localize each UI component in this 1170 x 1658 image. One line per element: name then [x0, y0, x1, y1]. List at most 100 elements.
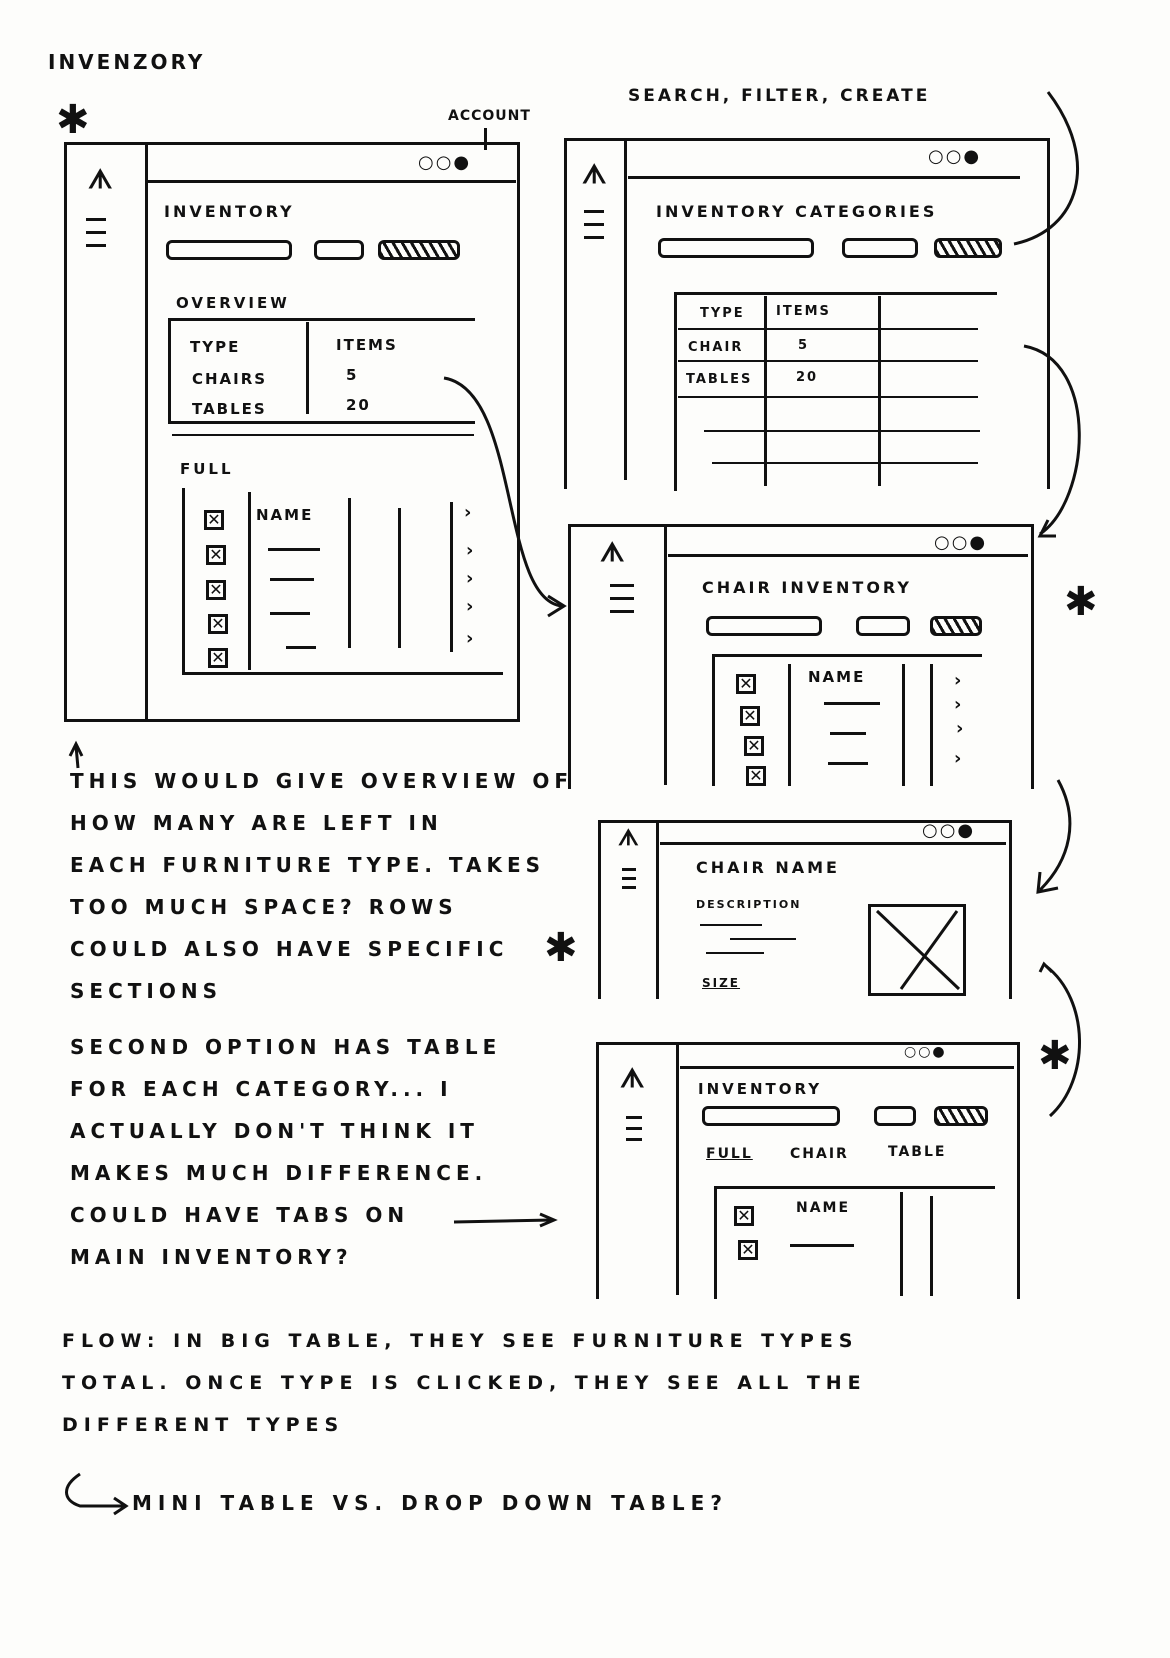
table-divider	[712, 656, 715, 786]
overview-table	[168, 318, 475, 424]
row-checkbox[interactable]: ✕	[740, 706, 760, 726]
flow-note: FLOW: IN BIG TABLE, THEY SEE FURNITURE T…	[62, 1330, 867, 1436]
sidebar-divider	[656, 823, 659, 999]
row-name-placeholder	[268, 548, 320, 551]
row-checkbox[interactable]: ✕	[746, 766, 766, 786]
search-input[interactable]	[658, 238, 814, 258]
category-row-count: 20	[796, 370, 819, 385]
account-annotation: ACCOUNT	[448, 108, 531, 124]
window-controls[interactable]: ○○●	[904, 1044, 947, 1060]
filter-button[interactable]	[856, 616, 910, 636]
category-row-count: 5	[798, 338, 810, 353]
hamburger-menu-icon[interactable]	[622, 862, 636, 895]
sidebar-divider	[145, 145, 148, 719]
page-title: INVENZORY	[48, 50, 206, 74]
tab-table[interactable]: TABLE	[888, 1144, 947, 1160]
overview-header-type: TYPE	[190, 338, 241, 356]
header-type: TYPE	[700, 306, 745, 321]
header-items: ITEMS	[776, 304, 831, 319]
star-icon: ✱	[1064, 579, 1098, 625]
create-button[interactable]	[930, 616, 982, 636]
hamburger-menu-icon[interactable]	[626, 1108, 642, 1149]
table-divider	[788, 664, 791, 786]
filter-button[interactable]	[314, 240, 364, 260]
filter-button[interactable]	[874, 1106, 916, 1126]
size-label: SIZE	[702, 976, 741, 990]
hamburger-menu-icon[interactable]	[610, 574, 634, 623]
window-controls[interactable]: ○○●	[934, 532, 988, 553]
categories-title: INVENTORY CATEGORIES	[656, 202, 938, 221]
row-checkbox[interactable]: ✕	[744, 736, 764, 756]
logo-icon: ᗑ	[582, 160, 607, 190]
overview-label: OVERVIEW	[176, 294, 290, 312]
row-name-placeholder	[830, 732, 866, 735]
row-checkbox[interactable]: ✕	[208, 648, 228, 668]
row-checkbox[interactable]: ✕	[204, 510, 224, 530]
table-divider	[248, 492, 251, 670]
chevron-right-icon[interactable]: ›	[466, 568, 474, 589]
overview-row-type[interactable]: CHAIRS	[192, 370, 268, 388]
row-checkbox[interactable]: ✕	[206, 545, 226, 565]
overview-row-count: 20	[346, 396, 371, 414]
window-frame	[568, 524, 1034, 789]
table-divider	[930, 1196, 933, 1296]
hamburger-menu-icon[interactable]	[86, 208, 106, 257]
table-divider	[348, 498, 351, 648]
table-divider	[306, 322, 309, 414]
filter-button[interactable]	[842, 238, 918, 258]
category-row-type[interactable]: TABLES	[686, 372, 753, 387]
sidebar-divider	[664, 527, 667, 785]
overview-header-items: ITEMS	[336, 336, 398, 354]
window-frame	[596, 1042, 1020, 1299]
window-frame	[598, 820, 1012, 999]
tab-full[interactable]: FULL	[706, 1146, 753, 1162]
create-button[interactable]	[934, 238, 1002, 258]
divider	[712, 654, 982, 657]
row-checkbox[interactable]: ✕	[738, 1240, 758, 1260]
logo-icon: ᗑ	[88, 165, 113, 195]
create-button[interactable]	[934, 1106, 988, 1126]
chevron-right-icon[interactable]: ›	[956, 718, 964, 739]
row-checkbox[interactable]: ✕	[734, 1206, 754, 1226]
category-row-type[interactable]: CHAIR	[688, 340, 744, 355]
header-divider	[660, 842, 1006, 845]
window-controls[interactable]: ○○●	[418, 152, 472, 173]
sidebar-divider	[624, 140, 627, 480]
create-button[interactable]	[378, 240, 460, 260]
chevron-right-icon[interactable]: ›	[466, 596, 474, 617]
categories-table	[674, 292, 997, 491]
window-frame	[564, 138, 1050, 489]
full-header-name: NAME	[256, 506, 314, 524]
chevron-right-icon[interactable]: ›	[466, 628, 474, 649]
table-divider	[450, 502, 453, 652]
search-input[interactable]	[706, 616, 822, 636]
row-checkbox[interactable]: ✕	[206, 580, 226, 600]
second-option-note: SECOND OPTION HAS TABLE FOR EACH CATEGOR…	[70, 1035, 502, 1269]
tab-chair[interactable]: CHAIR	[790, 1146, 849, 1162]
chevron-right-icon[interactable]: ›	[466, 540, 474, 561]
search-input[interactable]	[166, 240, 292, 260]
sidebar-divider	[676, 1045, 679, 1295]
window-controls[interactable]: ○○●	[928, 146, 982, 167]
hamburger-menu-icon[interactable]	[584, 200, 604, 249]
chevron-right-icon[interactable]: ›	[954, 694, 962, 715]
header-divider	[148, 180, 516, 183]
search-input[interactable]	[702, 1106, 840, 1126]
row-checkbox[interactable]: ✕	[208, 614, 228, 634]
overview-note: THIS WOULD GIVE OVERVIEW OF HOW MANY ARE…	[70, 769, 574, 1003]
description-line	[730, 938, 796, 940]
chair-header-name: NAME	[808, 668, 866, 686]
row-name-placeholder	[270, 578, 314, 581]
chevron-right-icon[interactable]: ›	[954, 748, 962, 769]
chevron-right-icon[interactable]: ›	[464, 502, 472, 523]
chevron-right-icon[interactable]: ›	[954, 670, 962, 691]
table-divider	[878, 296, 881, 486]
window-controls[interactable]: ○○●	[922, 820, 976, 841]
divider	[704, 430, 980, 432]
image-placeholder-icon	[868, 904, 966, 996]
overview-row-type[interactable]: TABLES	[192, 400, 267, 418]
tab-table-content	[714, 1186, 995, 1299]
row-checkbox[interactable]: ✕	[736, 674, 756, 694]
table-divider	[900, 1192, 903, 1296]
